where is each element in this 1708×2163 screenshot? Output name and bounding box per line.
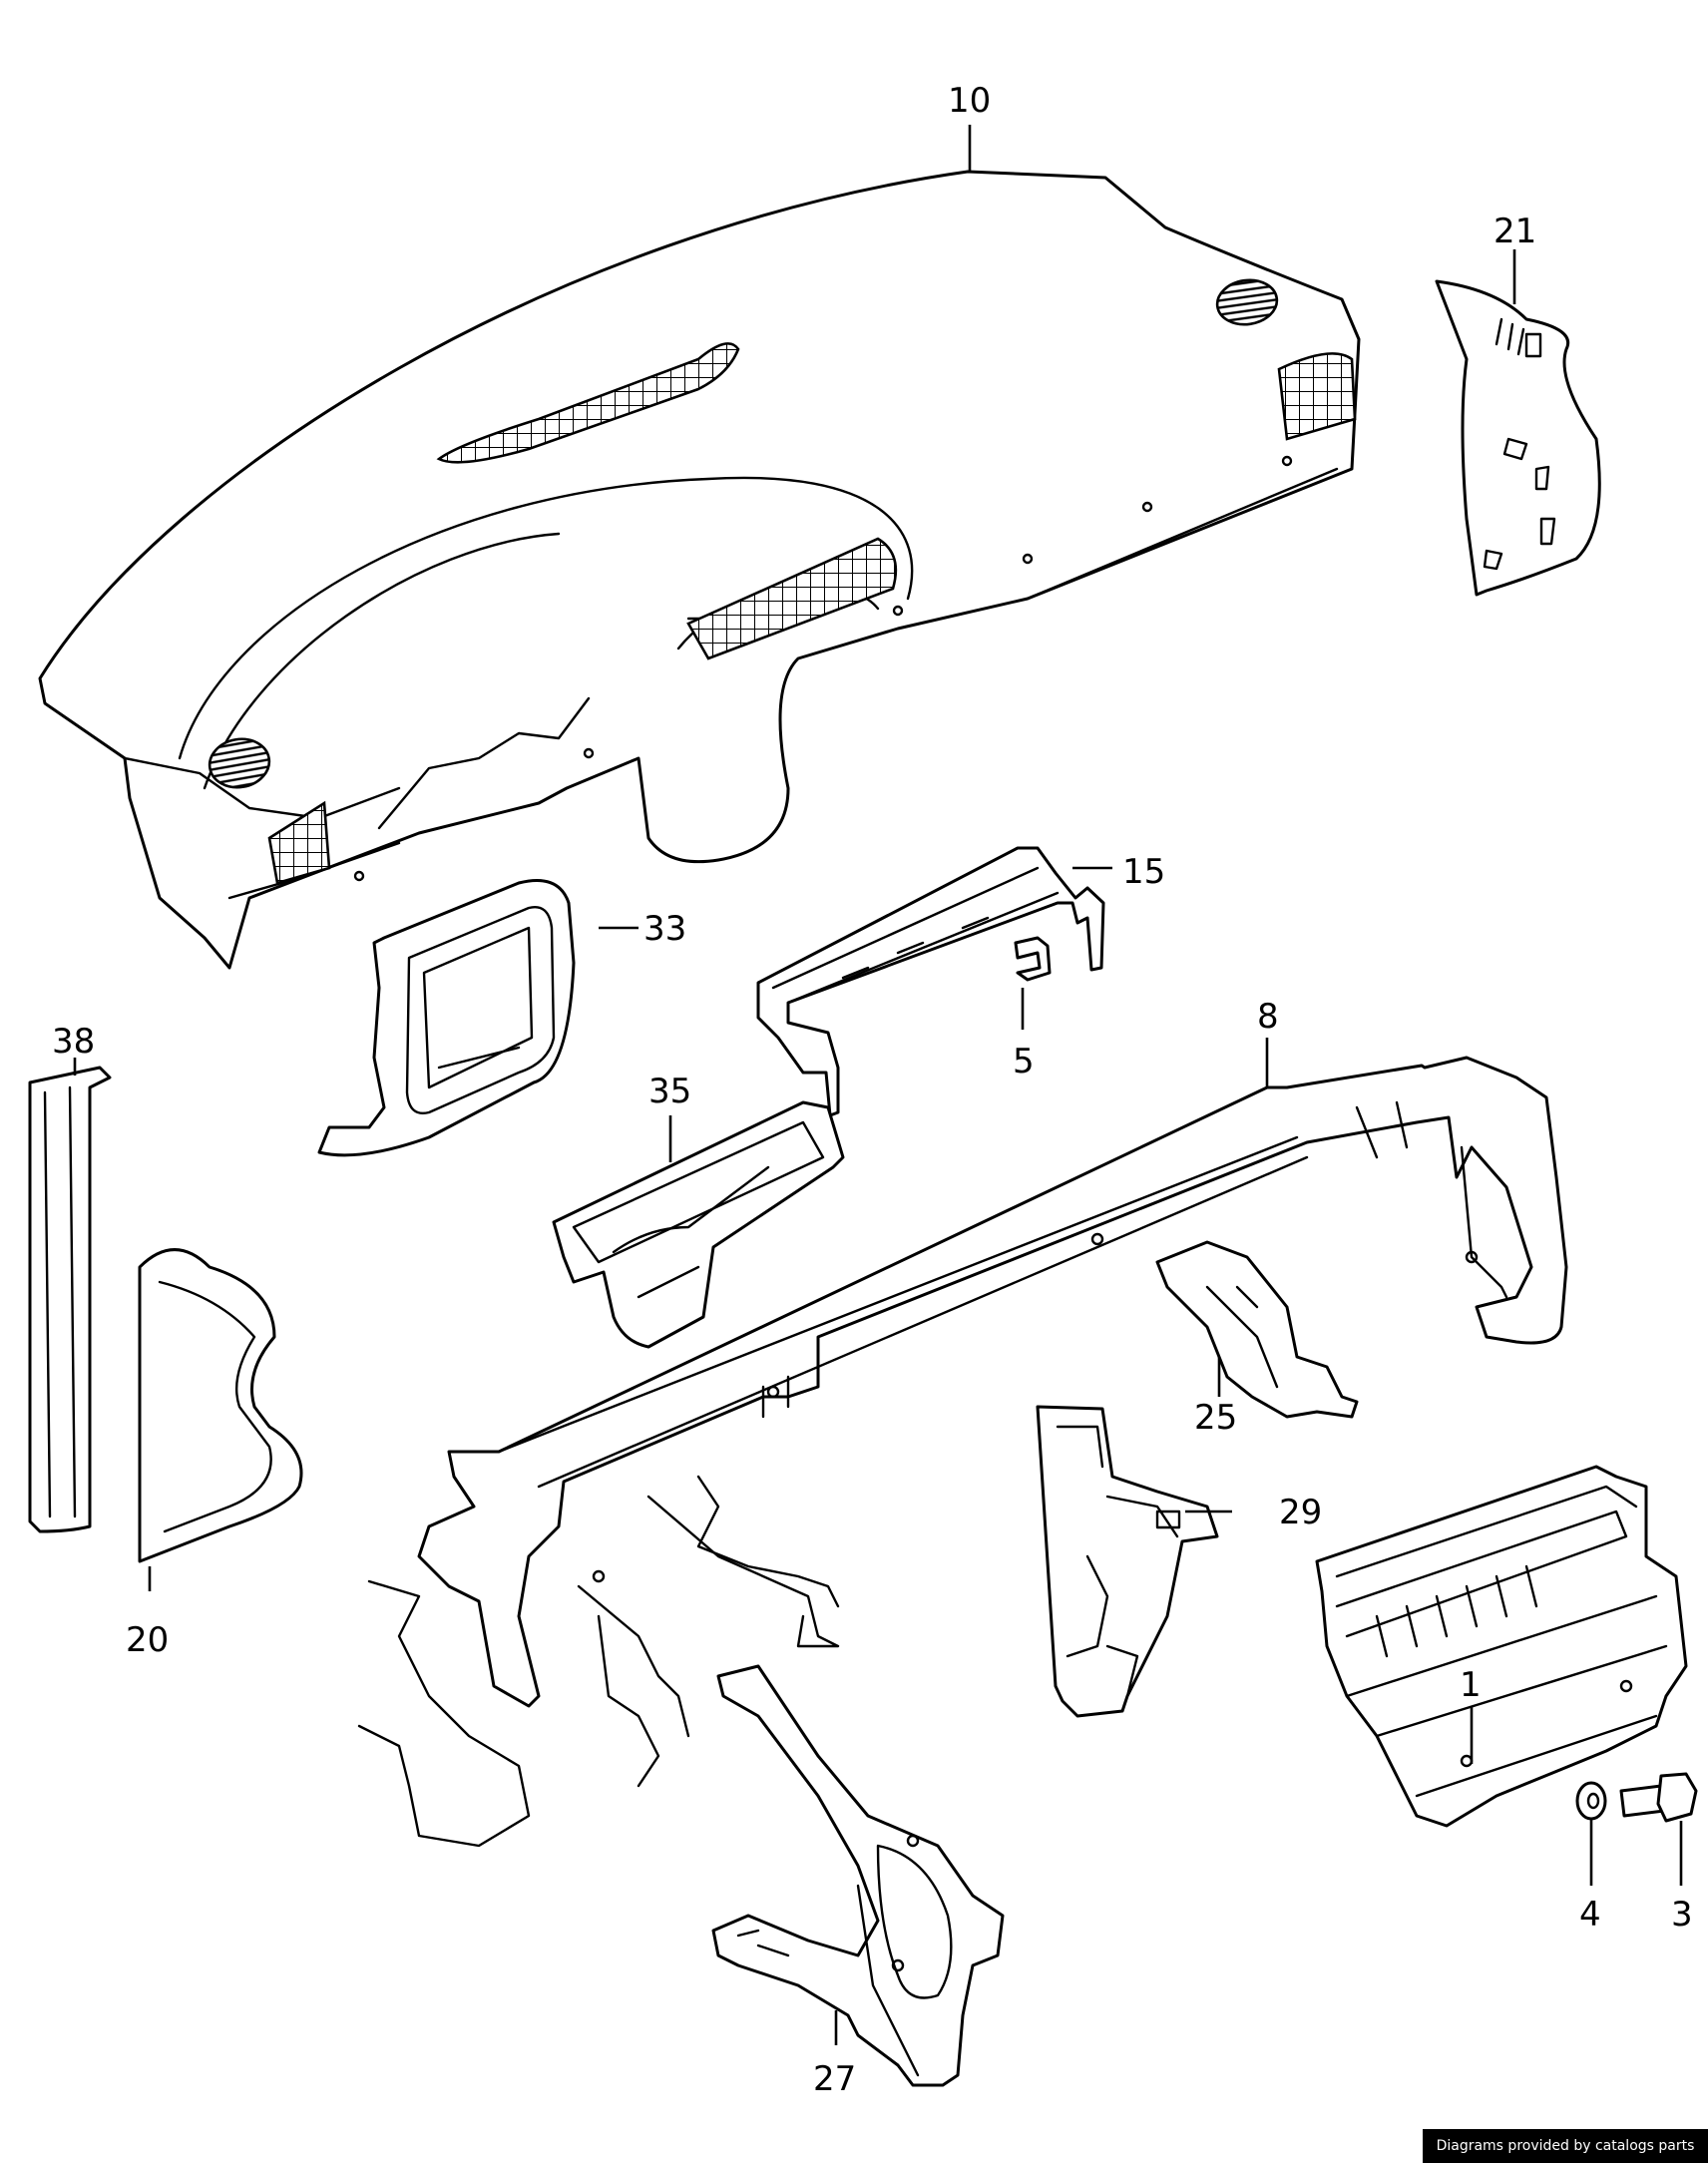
callout-8: 8 — [1257, 997, 1279, 1037]
callout-35: 35 — [648, 1072, 691, 1111]
callout-38: 38 — [52, 1022, 95, 1062]
part-8-cross-member — [357, 1056, 1568, 1848]
part-21-side-trim — [1435, 279, 1601, 597]
part-35-duct — [552, 1100, 845, 1349]
callout-3: 3 — [1671, 1895, 1693, 1935]
credit-banner: Diagrams provided by catalogs parts — [1423, 2129, 1708, 2163]
callout-29: 29 — [1279, 1493, 1322, 1532]
part-29-bracket — [1036, 1405, 1219, 1718]
leader-lines — [73, 125, 1683, 2045]
callout-21: 21 — [1494, 212, 1536, 251]
part-33-frame — [317, 879, 576, 1157]
callout-20: 20 — [126, 1620, 169, 1660]
part-15-bracket — [756, 846, 1105, 1117]
part-27-lower-support — [711, 1664, 1005, 2087]
callout-15: 15 — [1122, 852, 1165, 892]
part-1-unit — [1315, 1465, 1688, 1828]
callout-4: 4 — [1579, 1895, 1601, 1935]
callout-1: 1 — [1460, 1665, 1482, 1705]
callout-10: 10 — [948, 81, 991, 121]
callout-labels: 10 21 15 5 33 8 35 38 20 25 29 1 4 3 27 — [52, 81, 1693, 2099]
callout-5: 5 — [1013, 1042, 1035, 1082]
part-25-bracket — [1155, 1240, 1359, 1419]
part-4-washer — [1575, 1781, 1607, 1821]
callout-25: 25 — [1194, 1398, 1237, 1438]
part-20-side-panel — [138, 1248, 303, 1563]
part-10-dashboard — [38, 170, 1361, 970]
callout-33: 33 — [643, 909, 686, 949]
part-5-clip — [1014, 936, 1052, 982]
part-3-bolt — [1619, 1772, 1698, 1823]
part-38-pillar-trim — [28, 1066, 112, 1533]
callout-27: 27 — [813, 2059, 856, 2099]
